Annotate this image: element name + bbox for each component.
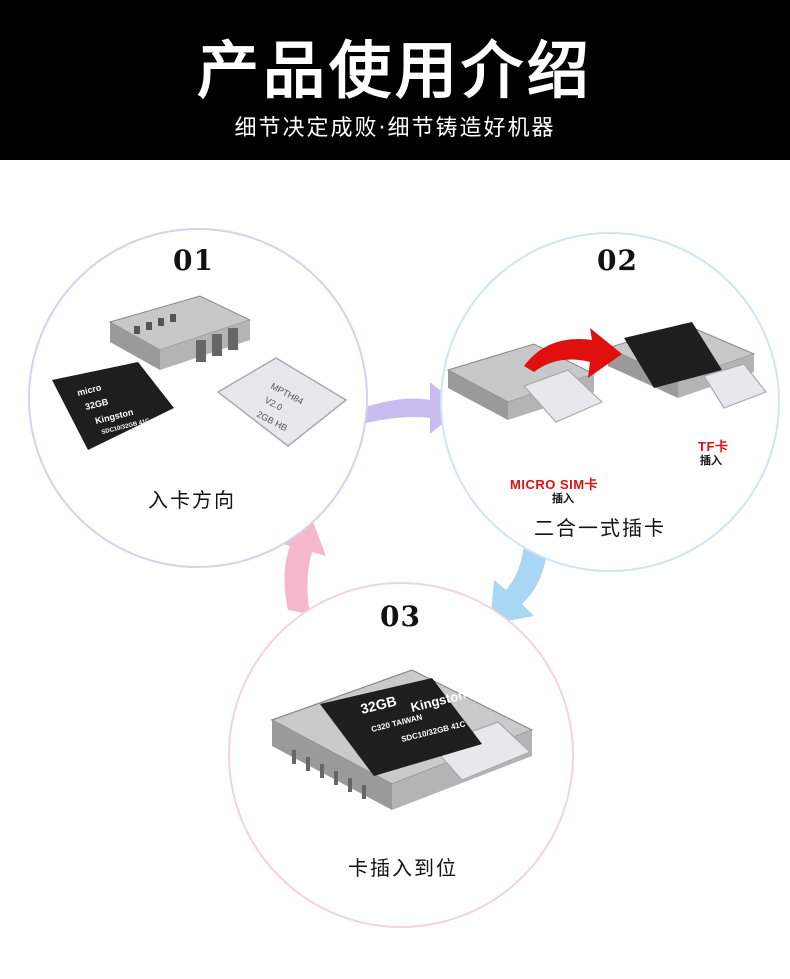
connector-inserted-image: 32GB Kingston C320 TAIWAN SDC10/32GB 41C <box>270 669 534 810</box>
step-3-caption: 卡插入到位 <box>348 856 458 880</box>
connector-tf-image <box>606 322 767 409</box>
step-3-number: 03 <box>380 600 421 633</box>
step-1-number: 01 <box>173 244 214 277</box>
micro-sd-card-image: micro 32GB Kingston SDC10/32GB 41C <box>52 362 174 450</box>
connector-sim-image <box>446 343 604 423</box>
label-micro-sim-insert: 插入 <box>552 493 574 505</box>
header-banner: 产品使用介绍 细节决定成败·细节铸造好机器 <box>0 0 790 160</box>
page-subtitle: 细节决定成败·细节铸造好机器 <box>234 116 556 141</box>
step-1-caption: 入卡方向 <box>148 488 236 512</box>
label-tf-insert: 插入 <box>700 455 722 467</box>
step-2-number: 02 <box>597 244 638 277</box>
connector-image <box>108 295 252 370</box>
sim-card-image: MPTH84 V2.0 2GB HB <box>216 357 348 447</box>
label-tf: TF卡 <box>698 439 729 454</box>
step-2-caption: 二合一式插卡 <box>534 516 666 540</box>
red-insert-arrow <box>524 328 622 378</box>
arrow-purple <box>350 382 462 434</box>
label-micro-sim: MICRO SIM卡 <box>510 477 599 492</box>
page-title: 产品使用介绍 <box>196 34 593 107</box>
